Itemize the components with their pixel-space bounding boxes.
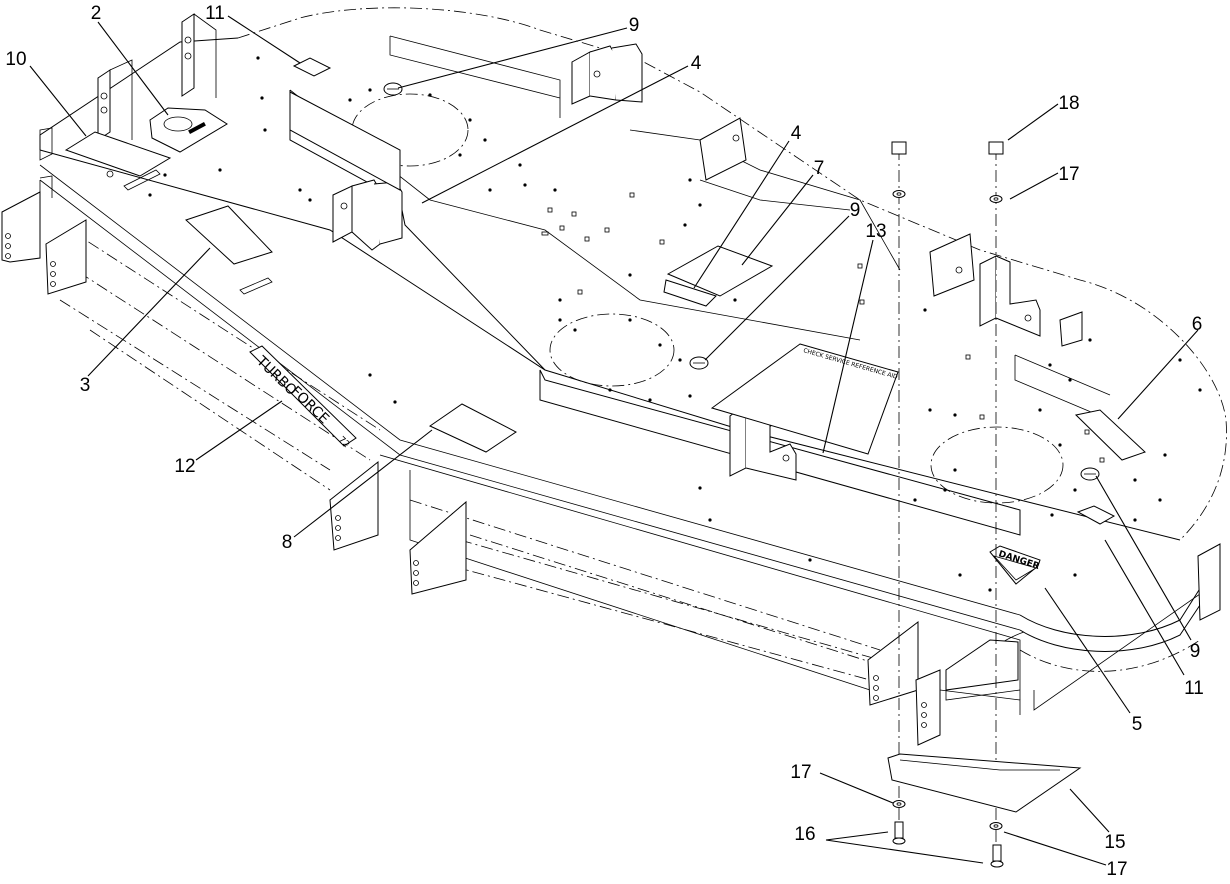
callout-label-c-15: 15 <box>1104 832 1125 853</box>
callout-label-c-16: 16 <box>794 824 815 845</box>
callout-leader-c-9-top-0 <box>397 27 628 89</box>
callout-leader-c-6-0 <box>1117 329 1199 420</box>
callout-label-c-9-right: 9 <box>1190 641 1201 662</box>
callout-leader-c-9-mid-0 <box>704 215 850 361</box>
callout-label-c-11-top: 11 <box>205 3 225 24</box>
callout-leader-c-11-right-0 <box>1104 539 1185 676</box>
callout-leader-c-10-0 <box>29 65 87 137</box>
callout-label-c-3: 3 <box>80 375 91 396</box>
callout-leader-c-8-0 <box>293 429 433 538</box>
callout-leader-c-16-1 <box>825 839 984 864</box>
callout-leader-c-17-top-0 <box>1009 172 1059 200</box>
callout-leader-c-11-top-0 <box>227 15 301 64</box>
decal-4-mid <box>663 279 717 307</box>
callout-label-c-9-top: 9 <box>629 15 640 36</box>
callout-leader-c-7-0 <box>741 174 814 266</box>
square-knockouts <box>541 192 1105 463</box>
callout-label-c-12: 12 <box>174 456 195 477</box>
callout-label-c-4-top: 4 <box>691 53 702 74</box>
decal-7 <box>666 245 774 297</box>
callout-leader-c-17-left-0 <box>819 772 894 804</box>
decal-11-top <box>292 57 332 77</box>
callout-label-c-11-right: 11 <box>1184 678 1204 699</box>
callout-leader-c-2-0 <box>97 21 169 116</box>
decal-3 <box>185 205 273 265</box>
callout-leader-c-15-0 <box>1069 788 1110 833</box>
callout-label-c-8: 8 <box>282 532 293 553</box>
callout-label-c-17-left: 17 <box>790 762 811 783</box>
decal-10 <box>64 131 172 177</box>
skid-plate <box>887 753 1082 813</box>
decal-2 <box>149 107 228 153</box>
deck-body <box>39 7 1227 715</box>
callout-leader-c-9-right-0 <box>1095 475 1192 641</box>
callout-label-c-18: 18 <box>1058 93 1079 114</box>
callout-leader-c-17-bottom-0 <box>1003 831 1107 866</box>
callout-label-c-2: 2 <box>91 3 102 24</box>
decal-13 <box>710 343 899 455</box>
callout-leader-c-3-0 <box>87 247 211 377</box>
callout-leader-c-4-mid-0 <box>693 140 790 289</box>
callout-label-c-9-mid: 9 <box>850 200 861 221</box>
decal-8 <box>428 403 517 453</box>
callout-label-c-4-mid: 4 <box>791 123 802 144</box>
callout-label-c-6: 6 <box>1192 314 1203 335</box>
callout-leader-c-12-0 <box>195 400 283 461</box>
callout-leader-c-4-top-0 <box>421 65 689 204</box>
callout-label-c-13: 13 <box>865 221 886 242</box>
callout-label-c-10: 10 <box>5 49 26 70</box>
callout-label-c-7: 7 <box>814 158 825 179</box>
decal-5 <box>989 545 1041 585</box>
mount-brackets <box>1 13 1221 746</box>
decal-11-right <box>1076 505 1116 525</box>
callout-leader-c-16-0 <box>825 831 889 841</box>
decal-12 <box>249 345 357 447</box>
callout-leader-c-18-0 <box>1007 103 1059 141</box>
decals <box>64 57 1116 585</box>
hardware-stack <box>887 141 1082 868</box>
callout-leader-c-5-0 <box>1044 587 1131 714</box>
callout-label-c-17-bottom: 17 <box>1106 859 1127 880</box>
callout-label-c-5: 5 <box>1132 714 1143 735</box>
callout-leader-c-13-0 <box>822 239 874 454</box>
callout-label-c-17-top: 17 <box>1058 164 1079 185</box>
